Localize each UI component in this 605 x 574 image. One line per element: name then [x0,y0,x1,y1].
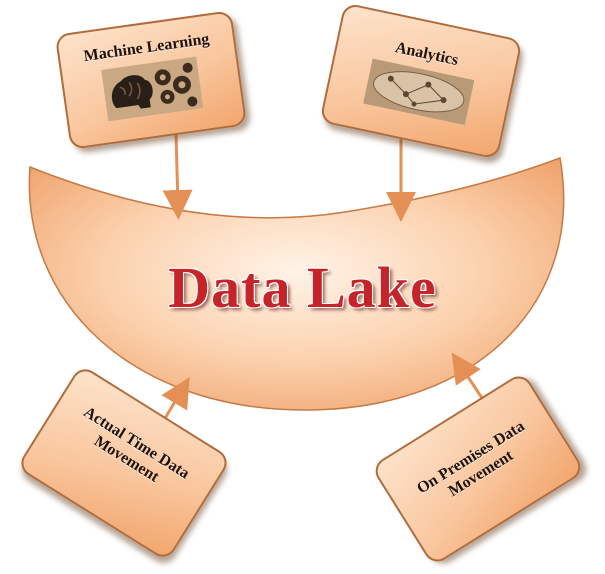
data-lake-title: Data Lake [168,255,437,320]
arrow-ml-to-lake [162,134,193,220]
analytics-map-icon [363,58,475,126]
data-lake-basin [28,156,565,411]
machine-learning-card: Machine Learning [54,10,248,150]
analytics-card: Analytics [319,2,523,160]
gears-and-brain-icon [101,56,204,122]
